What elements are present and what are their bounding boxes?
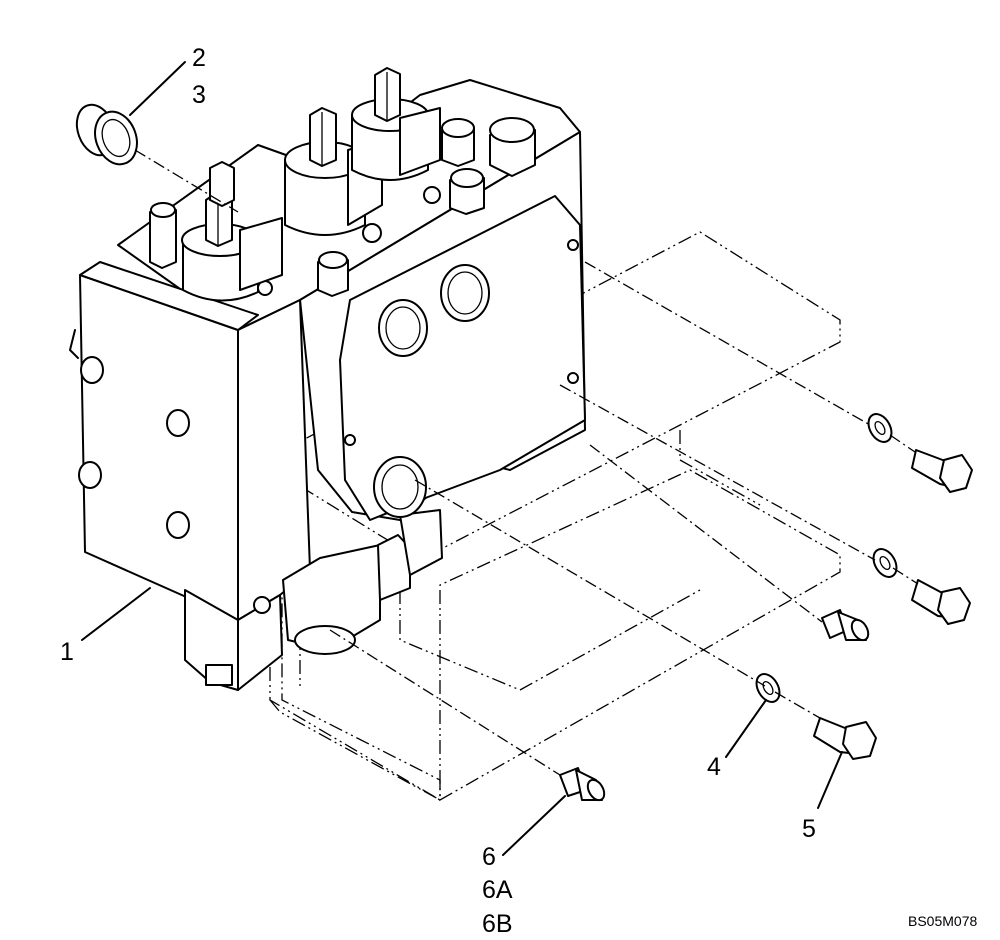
washer-item-4 (755, 673, 781, 703)
assembly-centerlines (329, 261, 919, 776)
callout-2: 2 (192, 44, 206, 72)
control-valve-assembly (69, 67, 586, 691)
callout-3: 3 (192, 81, 206, 109)
leader-lines (81, 61, 843, 856)
plug-item-2-3 (75, 103, 239, 213)
washer-bolt-lower (872, 548, 971, 625)
callout-6b: 6B (482, 910, 513, 938)
callout-4: 4 (707, 753, 721, 781)
bolt-item-5 (813, 717, 877, 760)
callout-6: 6 (482, 843, 496, 871)
callout-5: 5 (802, 815, 816, 843)
callout-6a: 6A (482, 876, 513, 904)
drawing-code: BS05M078 (908, 913, 977, 929)
fitting-item-6 (559, 767, 606, 802)
fitting-right (821, 609, 870, 642)
washer-bolt-upper (867, 413, 973, 493)
callout-1: 1 (60, 638, 74, 666)
